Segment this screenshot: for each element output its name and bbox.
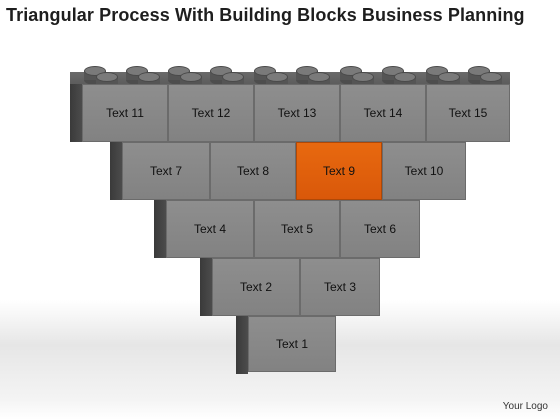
block-text-3: Text 3 [300, 258, 380, 316]
block-text-7: Text 7 [122, 142, 210, 200]
block-stud [210, 66, 232, 85]
row-5-side [70, 84, 82, 142]
row-1-side [236, 316, 248, 374]
block-text-4: Text 4 [166, 200, 254, 258]
block-text-14: Text 14 [340, 84, 426, 142]
page-title: Triangular Process With Building Blocks … [6, 5, 525, 25]
row-4-side [110, 142, 122, 200]
block-stud [126, 66, 148, 85]
block-text-10: Text 10 [382, 142, 466, 200]
block-stud [340, 66, 362, 85]
block-text-2: Text 2 [212, 258, 300, 316]
block-text-8: Text 8 [210, 142, 296, 200]
row-2-side [200, 258, 212, 316]
block-text-6: Text 6 [340, 200, 420, 258]
block-text-5: Text 5 [254, 200, 340, 258]
block-stud [84, 66, 106, 85]
row-3-side [154, 200, 166, 258]
block-stud [254, 66, 276, 85]
block-text-11: Text 11 [82, 84, 168, 142]
block-text-13: Text 13 [254, 84, 340, 142]
block-stud [468, 66, 490, 85]
block-stud [426, 66, 448, 85]
block-text-9-highlighted: Text 9 [296, 142, 382, 200]
block-stud [382, 66, 404, 85]
block-text-15: Text 15 [426, 84, 510, 142]
block-text-1: Text 1 [248, 316, 336, 372]
block-stud [168, 66, 190, 85]
block-text-12: Text 12 [168, 84, 254, 142]
block-stud [296, 66, 318, 85]
footer-logo-text: Your Logo [502, 401, 548, 412]
